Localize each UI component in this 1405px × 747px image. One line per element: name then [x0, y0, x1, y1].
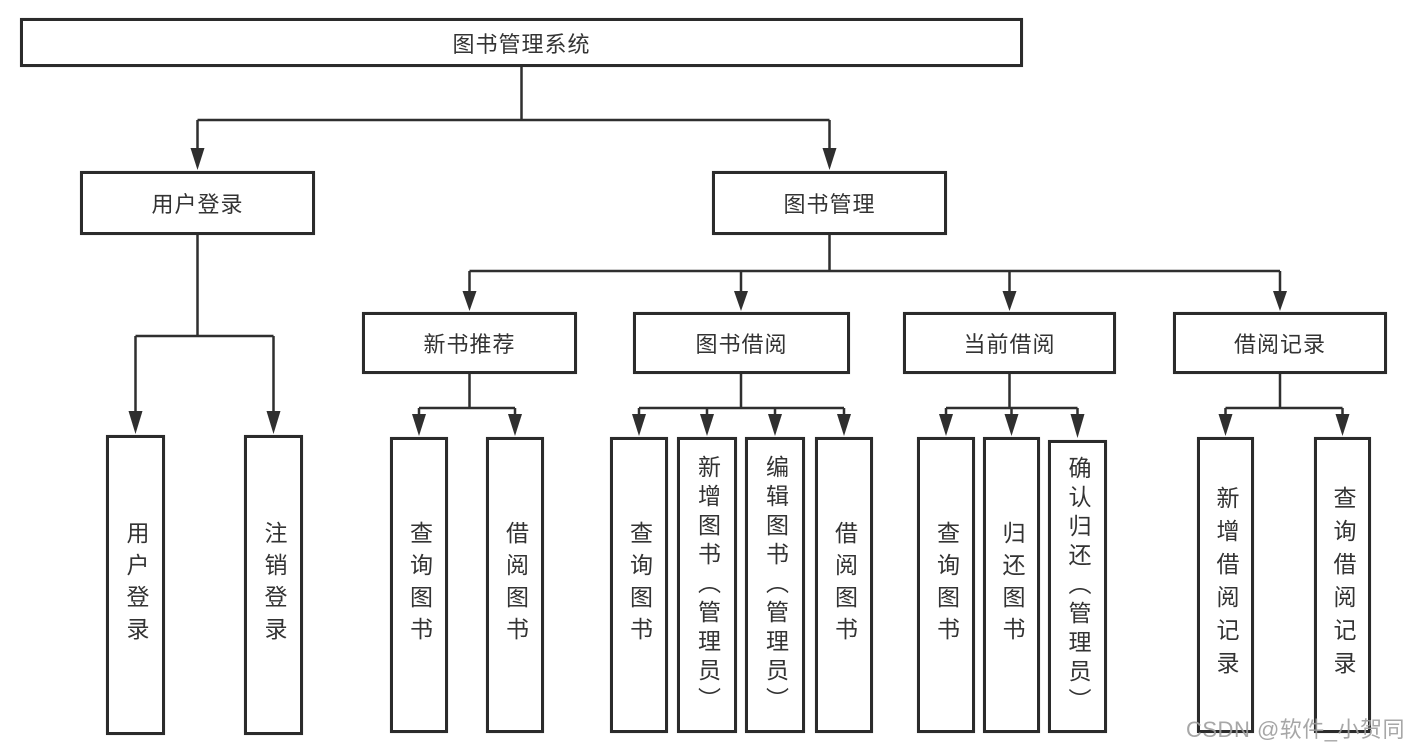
node-label: 图书管理: [783, 192, 876, 217]
node-label: 注销登录: [261, 521, 287, 649]
node-label: 借阅记录: [1233, 332, 1326, 357]
node-label: 查询借阅记录: [1330, 486, 1356, 684]
node-query-books-3: 查询图书: [917, 437, 975, 733]
node-return-books: 归还图书: [983, 437, 1040, 733]
node-edit-books-admin: 编辑图书（管理员）: [745, 437, 805, 733]
node-query-books-1: 查询图书: [390, 437, 448, 733]
node-add-borrow-record: 新增借阅记录: [1197, 437, 1254, 733]
node-label: 图书管理系统: [452, 31, 591, 57]
node-query-borrow-record: 查询借阅记录: [1314, 437, 1371, 733]
node-user-login: 用户登录: [80, 171, 315, 235]
node-label: 确认归还（管理员）: [1065, 456, 1091, 717]
node-add-books-admin: 新增图书（管理员）: [677, 437, 737, 733]
node-label: 查询图书: [933, 521, 960, 649]
node-label: 新书推荐: [423, 332, 516, 357]
node-label: 用户登录: [151, 192, 244, 217]
node-library-management-system: 图书管理系统: [20, 18, 1023, 67]
node-label: 新增图书（管理员）: [694, 454, 721, 716]
node-query-books-2: 查询图书: [610, 437, 668, 733]
node-borrowing-records: 借阅记录: [1173, 312, 1387, 374]
node-label: 归还图书: [999, 521, 1025, 649]
node-borrow-books-2: 借阅图书: [815, 437, 873, 733]
node-new-book-recommendation: 新书推荐: [362, 312, 577, 374]
node-current-borrowing: 当前借阅: [903, 312, 1116, 374]
node-confirm-return-admin: 确认归还（管理员）: [1048, 440, 1107, 733]
arrowheads: [128, 148, 1350, 438]
node-borrow-books-1: 借阅图书: [486, 437, 544, 733]
node-label: 图书借阅: [695, 332, 788, 357]
node-label: 借阅图书: [502, 521, 529, 649]
node-book-management: 图书管理: [712, 171, 947, 235]
node-label: 编辑图书（管理员）: [762, 454, 789, 716]
node-label: 查询图书: [406, 521, 433, 649]
node-book-borrowing: 图书借阅: [633, 312, 850, 374]
connector-strokes: [134, 67, 1344, 415]
node-user-login-leaf: 用户登录: [106, 435, 165, 735]
node-label: 查询图书: [626, 521, 653, 649]
node-label: 新增借阅记录: [1213, 486, 1239, 684]
node-label: 当前借阅: [963, 332, 1056, 357]
csdn-watermark: CSDN @软件_小贺同学: [1186, 717, 1405, 742]
node-label: 用户登录: [123, 521, 149, 649]
node-label: 借阅图书: [831, 521, 858, 649]
node-logout: 注销登录: [244, 435, 303, 735]
